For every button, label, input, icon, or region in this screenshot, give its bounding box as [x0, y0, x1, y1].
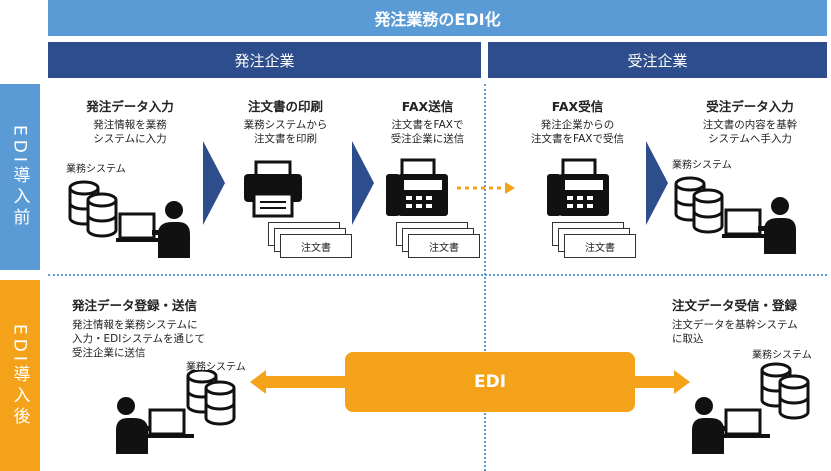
- after-left-desc: 発注情報を業務システムに 入力・EDIシステムを通じて 受注企業に送信: [72, 319, 206, 360]
- diagram-title: 発注業務のEDI化: [48, 0, 827, 36]
- step-fax-send-title: FAX送信: [401, 99, 454, 114]
- receiving-company-header: 受注企業: [488, 42, 827, 78]
- user-database-icon: [116, 370, 236, 454]
- step-fax-receive-desc: 発注企業からの 注文書をFAXで受信: [531, 119, 624, 146]
- fax-transmission-arrow: [457, 182, 515, 194]
- business-system-label: 業務システム: [66, 164, 126, 175]
- after-left-title: 発注データ登録・送信: [72, 298, 198, 313]
- user-database-icon: [692, 362, 810, 454]
- edi-left-arrow: [250, 370, 350, 394]
- business-system-label: 業務システム: [752, 350, 812, 361]
- database-user-icon: [68, 180, 190, 258]
- after-right-desc: 注文データを基幹システム に取込: [672, 319, 798, 346]
- edi-right-arrow: [630, 370, 690, 394]
- fax-machine-icon: [547, 158, 609, 216]
- step-fax-receive-title: FAX受信: [551, 99, 604, 114]
- step-receive-entry-desc: 注文書の内容を基幹 システムへ手入力: [702, 119, 798, 146]
- ordering-company-header: 発注企業: [48, 42, 481, 78]
- step-receive-entry-title: 受注データ入力: [706, 99, 794, 114]
- step-order-entry-title: 発注データ入力: [86, 99, 174, 114]
- order-form-label: 注文書: [585, 243, 615, 254]
- flow-arrow: [352, 141, 374, 225]
- business-system-label: 業務システム: [672, 160, 732, 171]
- order-form-label: 注文書: [429, 243, 459, 254]
- flow-arrow: [203, 141, 225, 225]
- step-order-entry-desc: 発注情報を業務 システムに入力: [93, 119, 167, 146]
- company-divider: [484, 84, 486, 471]
- before-edi-label: EDI導入前: [0, 84, 40, 270]
- after-edi-label: EDI導入後: [0, 280, 40, 471]
- order-form-label: 注文書: [301, 243, 331, 254]
- flow-arrow: [646, 141, 668, 225]
- step-print-title: 注文書の印刷: [247, 99, 323, 114]
- order-form-doc: 注文書: [564, 234, 636, 258]
- order-form-doc: 注文書: [280, 234, 352, 258]
- edi-system-bar: EDI: [345, 352, 635, 412]
- fax-machine-icon: [386, 158, 448, 216]
- business-system-label: 業務システム: [186, 362, 246, 373]
- step-print-desc: 業務システムから 注文書を印刷: [243, 119, 328, 146]
- step-fax-send-desc: 注文書をFAXで 受注企業に送信: [390, 119, 465, 146]
- order-form-doc: 注文書: [408, 234, 480, 258]
- database-user-icon: [674, 176, 796, 254]
- after-right-title: 注文データ受信・登録: [672, 298, 798, 313]
- printer-icon: [244, 160, 302, 218]
- phase-divider: [48, 274, 827, 276]
